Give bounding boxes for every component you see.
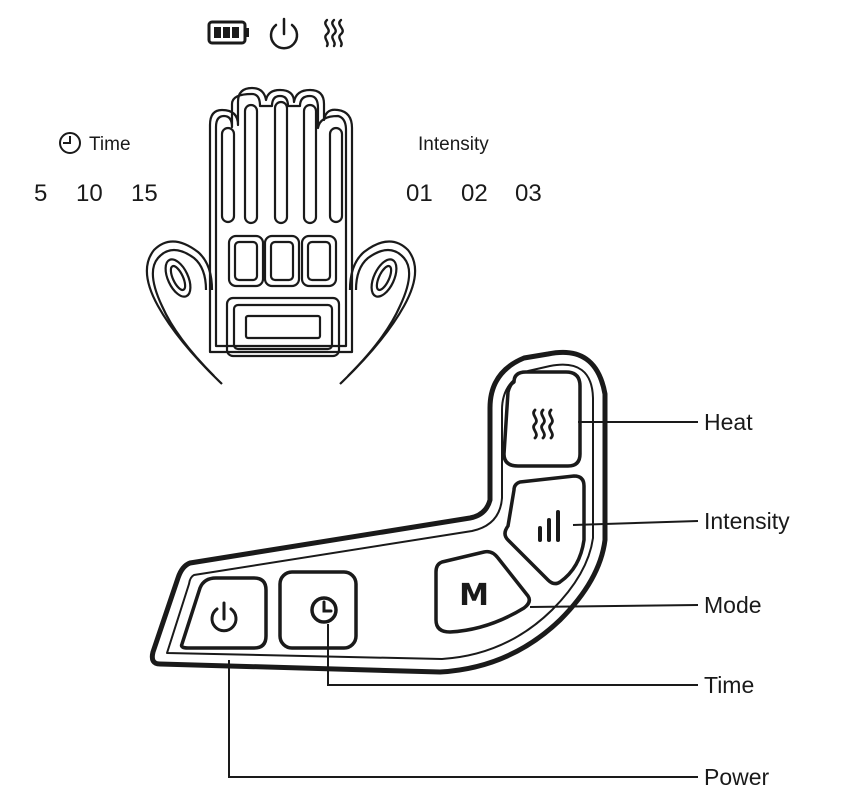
- time-value-10: 10: [76, 180, 103, 207]
- power-button[interactable]: [179, 576, 268, 650]
- battery-icon: [207, 20, 249, 45]
- clock-icon: [310, 596, 338, 624]
- time-button[interactable]: [278, 570, 358, 650]
- intensity-value-03: 03: [515, 180, 542, 207]
- time-value-5: 5: [34, 180, 47, 207]
- mode-button-label: M: [459, 578, 489, 613]
- clock-icon: [59, 132, 81, 154]
- heat-icon: [324, 18, 344, 48]
- callout-lines: [228, 421, 699, 778]
- power-icon: [269, 17, 299, 50]
- mode-callout-line: [529, 604, 699, 608]
- time-callout-label: Time: [704, 672, 754, 698]
- power-icon: [210, 601, 238, 633]
- callout-labels: Heat Intensity Mode Time Power: [704, 409, 790, 790]
- intensity-value-01: 01: [406, 180, 433, 207]
- time-value-15: 15: [131, 180, 158, 207]
- intensity-button[interactable]: [503, 474, 586, 586]
- heat-button[interactable]: [502, 370, 582, 468]
- power-callout-line: [228, 660, 698, 778]
- signal-bars-icon: [538, 510, 560, 542]
- heat-callout-label: Heat: [704, 409, 753, 435]
- power-callout-label: Power: [704, 764, 770, 790]
- hand-heating-pad-icon: [145, 86, 417, 385]
- status-icons: [207, 17, 344, 50]
- intensity-callout-line: [572, 520, 699, 526]
- intensity-label: Intensity: [418, 134, 489, 155]
- heat-icon: [532, 408, 554, 440]
- time-section: Time 5 10 15: [34, 132, 158, 207]
- time-label: Time: [89, 134, 131, 155]
- time-callout-line: [327, 624, 698, 686]
- intensity-value-02: 02: [461, 180, 488, 207]
- controller-body: [149, 349, 608, 675]
- intensity-section: Intensity 01 02 03: [406, 134, 542, 207]
- intensity-callout-label: Intensity: [704, 508, 790, 534]
- mode-callout-label: Mode: [704, 592, 762, 618]
- mode-button[interactable]: M: [434, 549, 532, 634]
